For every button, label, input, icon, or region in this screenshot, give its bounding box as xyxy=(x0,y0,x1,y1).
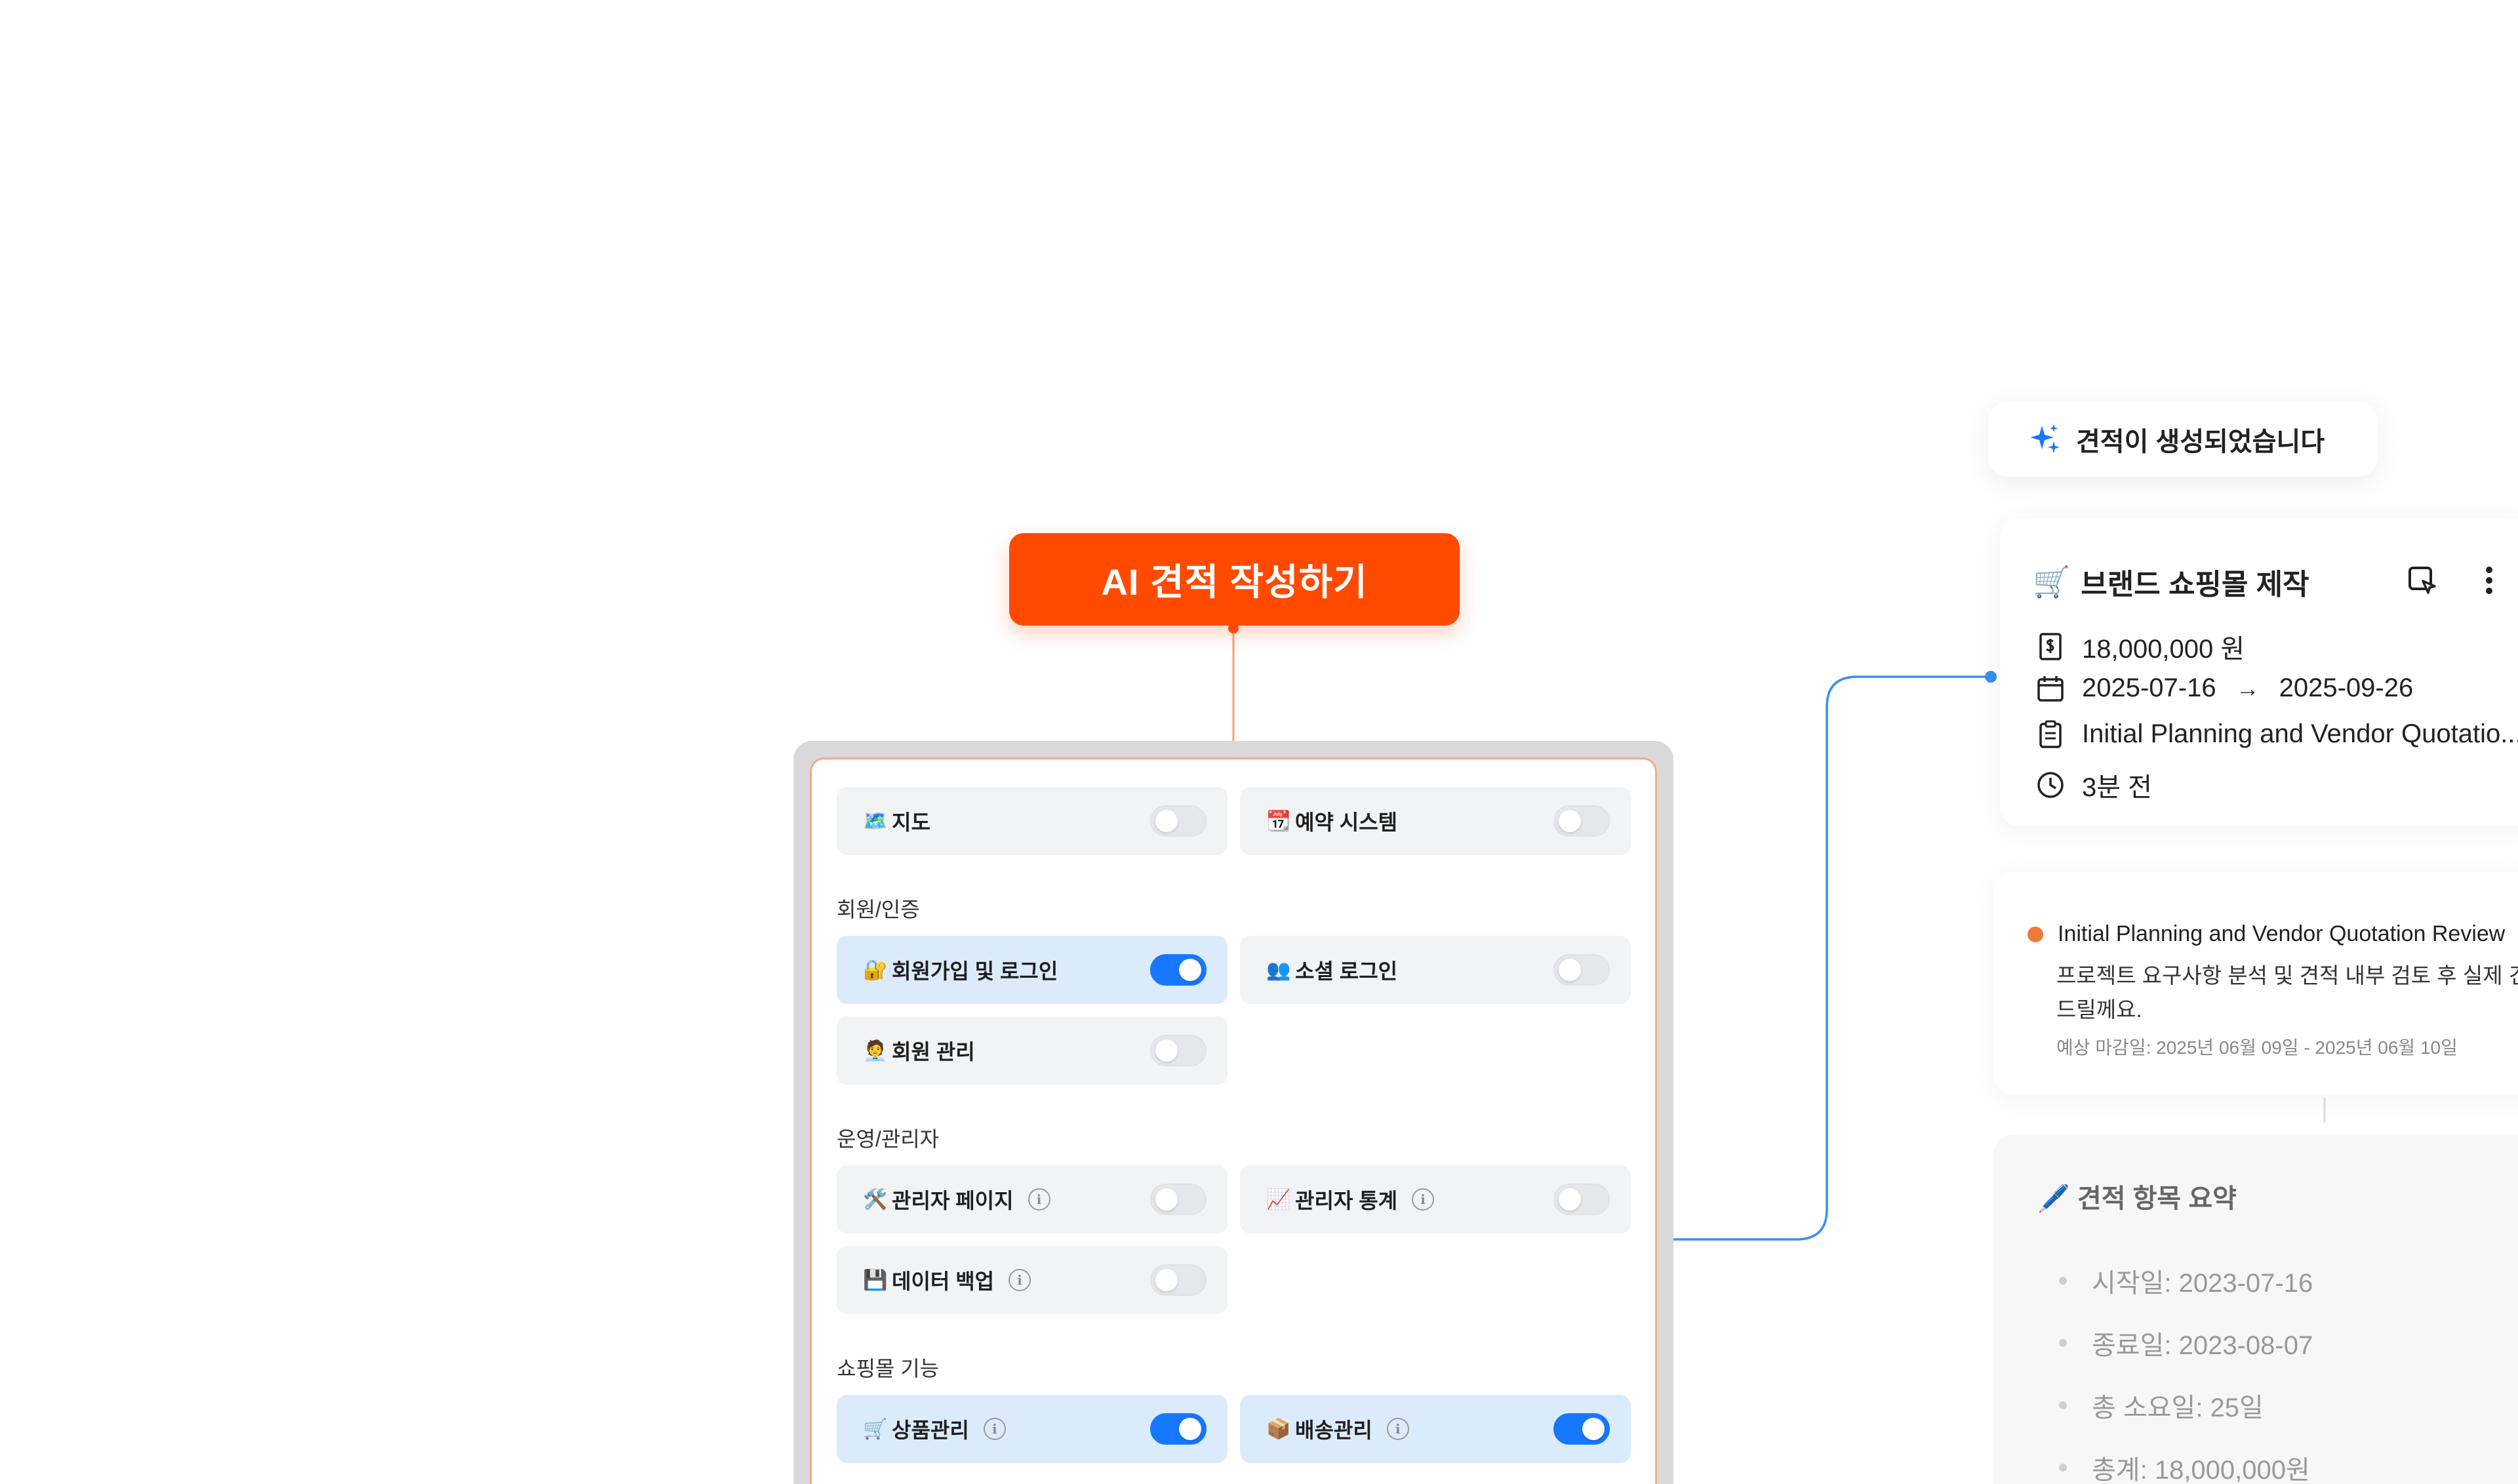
feature-tile[interactable]: 💾데이터 백업 i xyxy=(837,1246,1228,1314)
feature-emoji-icon: 🗺️ xyxy=(863,810,888,832)
end-date: 2025-09-26 xyxy=(2279,673,2414,702)
feature-toggle[interactable] xyxy=(1553,1184,1610,1215)
time-ago: 3분 전 xyxy=(2082,773,2152,802)
feature-emoji-icon: 📦 xyxy=(1266,1418,1291,1440)
feature-label: 소셜 로그인 xyxy=(1295,959,1398,983)
price-row: 18,000,000 원 xyxy=(2036,628,2245,666)
more-options-icon[interactable] xyxy=(2471,562,2508,599)
date-arrow: → xyxy=(2235,674,2260,702)
summary-item: 총계: 18,000,000원 xyxy=(2059,1436,2313,1484)
feature-label: 관리자 페이지 xyxy=(892,1189,1014,1213)
feature-tile[interactable]: 🛒상품관리 i xyxy=(837,1395,1228,1463)
feature-label: 관리자 통계 xyxy=(1295,1189,1398,1213)
feature-label: 지도 xyxy=(892,811,930,834)
feature-emoji-icon: 👥 xyxy=(1266,959,1291,981)
summary-title: 🖊️ 견적 항목 요약 xyxy=(2037,1184,2237,1213)
review-title-text: Initial Planning and Vendor Quotation Re… xyxy=(2058,921,2506,946)
time-row: 3분 전 xyxy=(2036,766,2152,804)
review-card[interactable] xyxy=(1993,872,2518,1095)
info-icon[interactable]: i xyxy=(1028,1188,1050,1211)
feature-tile[interactable]: 📦배송관리 i xyxy=(1240,1395,1631,1463)
date-row: 2025-07-16 → 2025-09-26 xyxy=(2036,673,2413,703)
feature-panel xyxy=(810,757,1657,1484)
feature-label: 데이터 백업 xyxy=(892,1270,995,1293)
info-icon[interactable]: i xyxy=(1009,1269,1031,1291)
info-icon[interactable]: i xyxy=(1386,1418,1409,1440)
cart-icon: 🛒 xyxy=(2033,564,2071,599)
info-icon[interactable]: i xyxy=(983,1418,1006,1440)
calendar-icon xyxy=(2037,675,2064,702)
summary-item: 시작일: 2023-07-16 xyxy=(2059,1249,2313,1312)
feature-toggle[interactable] xyxy=(1553,954,1610,986)
summary-list: 시작일: 2023-07-16 종료일: 2023-08-07 총 소요일: 2… xyxy=(2059,1249,2313,1484)
feature-emoji-icon: 📈 xyxy=(1266,1188,1291,1211)
feature-toggle[interactable] xyxy=(1150,1413,1207,1445)
feature-toggle[interactable] xyxy=(1150,1035,1207,1066)
feature-tile[interactable]: 📈관리자 통계 i xyxy=(1240,1165,1631,1233)
clipboard-icon xyxy=(2039,720,2062,748)
start-date: 2025-07-16 xyxy=(2082,673,2216,702)
stage-text: Initial Planning and Vendor Quotatio... xyxy=(2082,719,2518,748)
feature-tile[interactable]: 📆예약 시스템 xyxy=(1240,787,1631,855)
review-description: 프로젝트 요구사항 분석 및 견적 내부 검토 후 실제 견 드릴께요. xyxy=(2056,959,2518,1027)
feature-emoji-icon: 💾 xyxy=(863,1269,888,1291)
feature-tile[interactable]: 🗺️지도 xyxy=(837,787,1228,855)
feature-emoji-icon: 🛒 xyxy=(863,1418,888,1440)
feature-label: 회원 관리 xyxy=(892,1040,975,1064)
toast-text: 견적이 생성되었습니다 xyxy=(2076,427,2325,456)
edit-icon[interactable] xyxy=(2404,562,2441,599)
feature-emoji-icon: 📆 xyxy=(1266,810,1291,832)
feature-emoji-icon: 🧑‍💼 xyxy=(863,1039,888,1062)
feature-label: 예약 시스템 xyxy=(1295,811,1398,834)
summary-item: 종료일: 2023-08-07 xyxy=(2059,1312,2313,1374)
feature-emoji-icon: 🔐 xyxy=(863,959,888,981)
feature-toggle[interactable] xyxy=(1553,805,1610,837)
feature-toggle[interactable] xyxy=(1150,954,1207,986)
price-text: 18,000,000 원 xyxy=(2082,635,2245,664)
section-title: 쇼핑몰 기능 xyxy=(837,1357,940,1380)
status-dot xyxy=(2028,926,2043,942)
feature-toggle[interactable] xyxy=(1150,1184,1207,1215)
clock-icon xyxy=(2037,772,2064,798)
feature-tile[interactable]: 🧑‍💼회원 관리 xyxy=(837,1016,1228,1085)
stage-row: Initial Planning and Vendor Quotatio... xyxy=(2036,719,2518,749)
feature-tile[interactable]: 🔐회원가입 및 로그인 xyxy=(837,936,1228,1004)
section-title: 운영/관리자 xyxy=(837,1127,940,1151)
receipt-dollar-icon xyxy=(2039,633,2062,660)
review-desc-line1: 프로젝트 요구사항 분석 및 견적 내부 검토 후 실제 견 xyxy=(2056,963,2518,988)
feature-emoji-icon: 🛠️ xyxy=(863,1188,888,1211)
info-icon[interactable]: i xyxy=(1412,1188,1435,1211)
feature-tile[interactable]: 👥소셜 로그인 xyxy=(1240,936,1631,1004)
quote-card-title: 🛒 브랜드 쇼핑몰 제작 xyxy=(2033,561,2309,603)
feature-toggle[interactable] xyxy=(1553,1413,1610,1445)
ai-quote-button[interactable]: AI 견적 작성하기 xyxy=(1009,533,1460,626)
feature-tile[interactable]: 🛠️관리자 페이지 i xyxy=(837,1165,1228,1233)
sparkle-icon xyxy=(2030,424,2060,453)
section-title: 회원/인증 xyxy=(837,898,920,921)
quote-title: 브랜드 쇼핑몰 제작 xyxy=(2081,569,2309,601)
success-toast: 견적이 생성되었습니다 xyxy=(1988,401,2378,477)
review-due-date: 예상 마감일: 2025년 06월 09일 - 2025년 06월 10일 xyxy=(2056,1037,2458,1058)
feature-toggle[interactable] xyxy=(1150,1264,1207,1296)
feature-toggle[interactable] xyxy=(1150,805,1207,837)
feature-label: 회원가입 및 로그인 xyxy=(892,959,1058,983)
review-desc-line2: 드릴께요. xyxy=(2056,997,2142,1022)
feature-label: 상품관리 xyxy=(892,1418,969,1442)
feature-label: 배송관리 xyxy=(1295,1418,1372,1442)
review-title: Initial Planning and Vendor Quotation Re… xyxy=(2028,921,2505,947)
summary-item: 총 소요일: 25일 xyxy=(2059,1374,2313,1436)
